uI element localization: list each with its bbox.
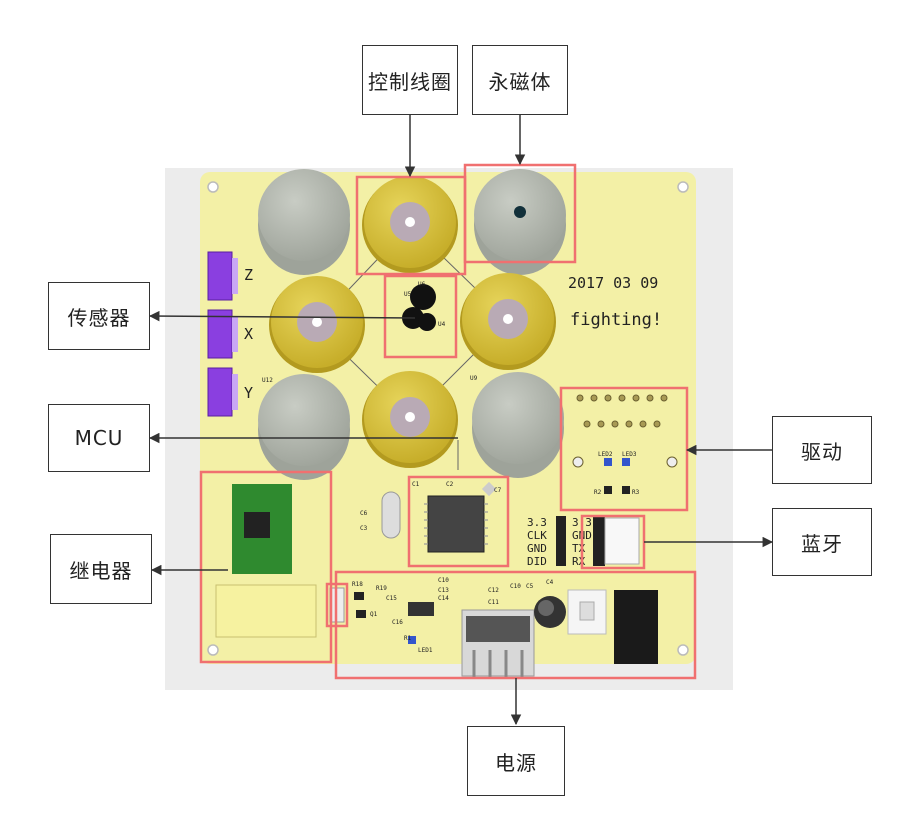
svg-text:C15: C15	[386, 595, 397, 602]
svg-text:R2: R2	[594, 489, 602, 496]
svg-text:R18: R18	[352, 581, 363, 588]
svg-text:U4: U4	[438, 321, 446, 328]
axis-x-label: X	[244, 325, 253, 343]
svg-text:DID: DID	[527, 555, 547, 568]
svg-text:R19: R19	[376, 585, 387, 592]
svg-text:C10: C10	[510, 583, 521, 590]
label-bluetooth: 蓝牙	[772, 508, 872, 576]
svg-text:U12: U12	[262, 377, 273, 384]
axis-y-label: Y	[244, 384, 253, 402]
svg-text:R1: R1	[404, 635, 412, 642]
label-relay: 继电器	[50, 534, 152, 604]
label-sensor: 传感器	[48, 282, 150, 350]
svg-text:C12: C12	[488, 587, 499, 594]
svg-text:Q1: Q1	[370, 611, 378, 618]
svg-text:C13: C13	[438, 587, 449, 594]
svg-text:C16: C16	[392, 619, 403, 626]
svg-text:C4: C4	[546, 579, 554, 586]
svg-text:GND: GND	[527, 542, 547, 555]
board-date: 2017 03 09	[568, 274, 658, 292]
svg-text:C3: C3	[360, 525, 368, 532]
svg-text:3.3: 3.3	[527, 516, 547, 529]
svg-text:C10: C10	[438, 577, 449, 584]
label-permanent-magnet: 永磁体	[472, 45, 568, 115]
axis-z-label: Z	[244, 266, 253, 284]
label-mcu: MCU	[48, 404, 150, 472]
axis-connectors	[208, 252, 238, 416]
svg-text:U6: U6	[418, 281, 426, 288]
svg-text:C6: C6	[360, 510, 368, 517]
bluetooth-connector	[605, 518, 639, 564]
svg-text:C1: C1	[412, 481, 420, 488]
label-power: 电源	[467, 726, 565, 796]
svg-text:C14: C14	[438, 595, 449, 602]
svg-text:U9: U9	[470, 375, 478, 382]
svg-text:TX: TX	[572, 542, 586, 555]
label-driver: 驱动	[772, 416, 872, 484]
svg-text:CLK: CLK	[527, 529, 547, 542]
board-motto: fighting!	[570, 310, 662, 330]
svg-text:RX: RX	[572, 555, 586, 568]
svg-text:U5: U5	[404, 291, 412, 298]
svg-text:C11: C11	[488, 599, 499, 606]
svg-text:C2: C2	[446, 481, 454, 488]
svg-text:C7: C7	[494, 487, 502, 494]
svg-text:LED2: LED2	[598, 451, 613, 458]
label-control-coil: 控制线圈	[362, 45, 458, 115]
svg-text:LED3: LED3	[622, 451, 637, 458]
svg-text:R3: R3	[632, 489, 640, 496]
svg-text:C5: C5	[526, 583, 534, 590]
svg-text:LED1: LED1	[418, 647, 433, 654]
